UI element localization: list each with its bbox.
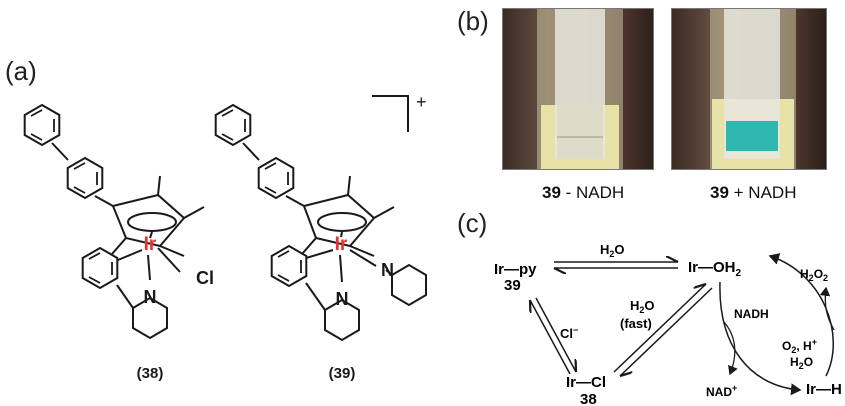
panel-label-b: (b): [457, 6, 489, 36]
pyridine-nitrogen-label-39: N: [381, 260, 394, 280]
label-o2-proton: O2, H+: [782, 337, 817, 355]
charge-label-39: +: [416, 92, 427, 112]
panel-label-c: (c): [457, 208, 488, 238]
caption-with-nadh: 39 + NADH: [710, 183, 797, 202]
label-h2o2: H2O2: [800, 267, 828, 283]
species-ir-cl-number: 38: [580, 391, 597, 406]
iridium-label-39: Ir: [335, 234, 348, 255]
label-h2o-side: H2O: [790, 355, 813, 371]
photo-without-nadh: [502, 8, 654, 170]
chloride-label-38: Cl: [196, 268, 214, 288]
equilibrium-arrows-left: [530, 297, 576, 375]
reaction-scheme: Ir—py 39 Ir—OH2 Ir—Cl 38 Ir—H H2O Cl− H2…: [494, 242, 842, 406]
species-ir-oh2: Ir—OH2: [688, 259, 742, 279]
equilibrium-arrows-top: [554, 262, 678, 268]
label-nad-plus: NAD+: [706, 383, 737, 399]
vial-with-nadh: [710, 9, 796, 169]
label-nadh: NADH: [734, 307, 769, 321]
label-chloride: Cl−: [560, 325, 578, 341]
arrow-h2o2-release: [819, 286, 835, 331]
label-fast: (fast): [620, 316, 652, 331]
structures-panel: Ir Cl N (38) I: [23, 92, 427, 382]
compound-label-39: (39): [329, 365, 356, 382]
structure-38: [23, 104, 205, 340]
structure-39: [214, 95, 427, 342]
nitrogen-label-38: N: [144, 287, 157, 307]
arrow-hydride-formation: [719, 281, 802, 396]
ppy-nitrogen-label-39: N: [336, 289, 349, 309]
label-h2o-top: H2O: [600, 242, 625, 259]
caption-without-nadh: 39 - NADH: [542, 183, 625, 202]
species-ir-cl: Ir—Cl: [566, 374, 606, 391]
species-ir-h: Ir—H: [806, 381, 842, 398]
arrow-nadh-to-nad: [723, 321, 738, 376]
label-h2o-fast: H2O: [630, 298, 655, 315]
species-ir-py: Ir—py: [494, 261, 537, 278]
compound-label-38: (38): [137, 365, 164, 382]
species-ir-py-number: 39: [504, 277, 521, 294]
iridium-label-38: Ir: [144, 234, 157, 255]
panel-label-a: (a): [5, 56, 37, 86]
vial-without-nadh: [537, 9, 623, 169]
photo-with-nadh: [671, 8, 827, 170]
equilibrium-arrows-diagonal: [613, 284, 713, 376]
